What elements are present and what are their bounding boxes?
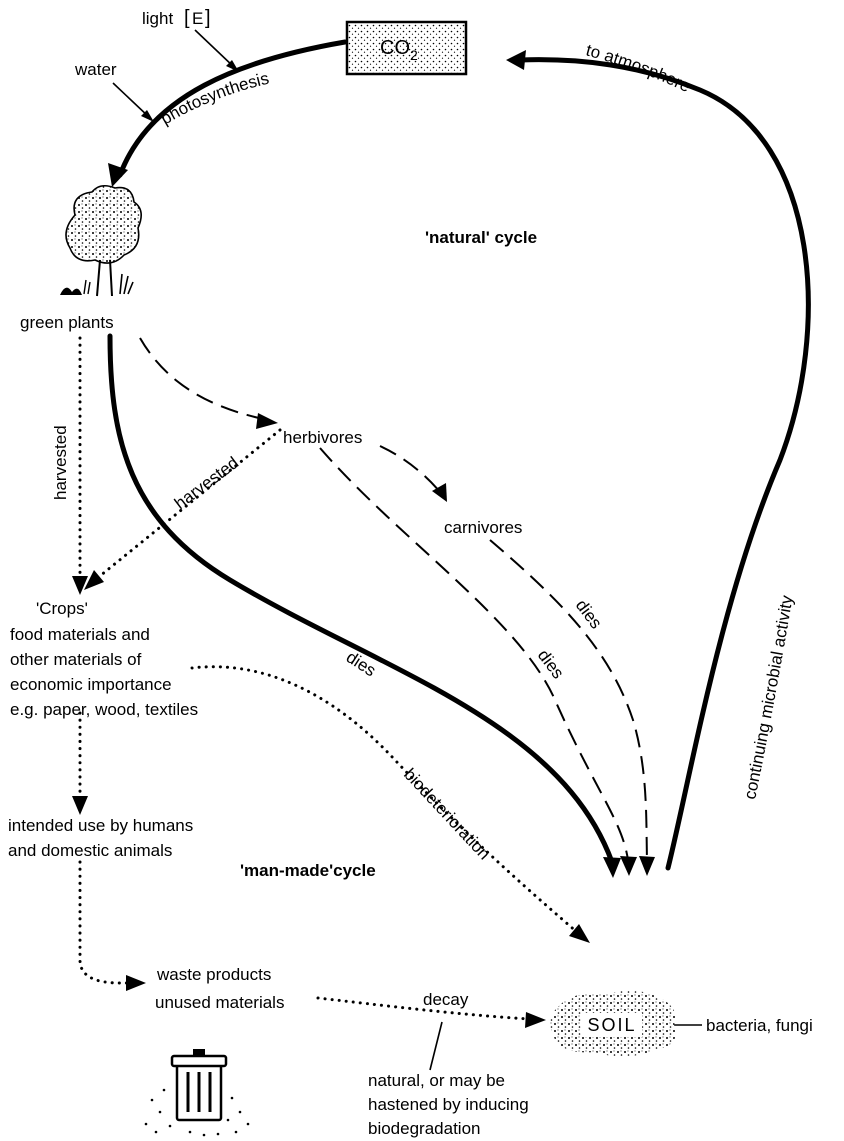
light-pointer: [194, 29, 236, 69]
biodeterioration-label: biodeterioration: [400, 765, 494, 864]
microbial-activity-arrow: [517, 57, 811, 871]
crops-line-1: 'Crops': [36, 599, 88, 618]
svg-text:CO2: CO2: [380, 37, 418, 63]
waste-line-2: unused materials: [155, 993, 284, 1012]
carnivores-dies-label: dies: [572, 596, 606, 632]
crops-line-4: economic importance: [10, 675, 172, 694]
to-atmosphere-label: to atmosphere: [584, 41, 694, 97]
energy-label: E: [192, 9, 203, 28]
use-to-waste-path: [78, 860, 132, 985]
water-label: water: [74, 60, 117, 79]
water-pointer: [112, 82, 151, 119]
photosynthesis-arrow: [117, 39, 348, 178]
light-label: light: [142, 9, 173, 28]
tree-icon: [60, 184, 142, 297]
rubbish-bin-icon: [144, 1049, 250, 1137]
crops-line-2: food materials and: [10, 625, 150, 644]
soil-label: SOIL: [587, 1015, 636, 1035]
man-made-cycle-label: 'man-made'cycle: [240, 861, 376, 880]
harvested-diagonal-label: harvested: [171, 453, 242, 513]
decay-note-line-1: natural, or may be: [368, 1071, 505, 1090]
decay-note-line-2: hastened by inducing: [368, 1095, 529, 1114]
co2-box: CO2: [345, 20, 468, 76]
harvested-vertical-label: harvested: [51, 425, 70, 500]
decay-note-line-3: biodegradation: [368, 1119, 480, 1138]
photosynthesis-arrowhead: [108, 163, 128, 187]
soil-node: SOIL: [550, 990, 676, 1057]
herbivores-to-carnivores-arrow: [379, 445, 441, 493]
carnivores-label: carnivores: [444, 518, 522, 537]
co2-label: CO: [380, 37, 410, 59]
intended-use-line-2: and domestic animals: [8, 841, 172, 860]
plants-to-herbivores-arrow: [139, 337, 269, 421]
green-plants-label: green plants: [20, 313, 114, 332]
intended-use-node: intended use by humans and domestic anim…: [8, 816, 193, 860]
crops-node: 'Crops' food materials and other materia…: [10, 599, 198, 719]
waste-line-1: waste products: [156, 965, 271, 984]
decay-note: natural, or may be hastened by inducing …: [368, 1071, 529, 1138]
decay-note-pointer: [429, 1021, 443, 1071]
continuing-microbial-label: continuing microbial activity: [740, 594, 796, 801]
herbivores-harvested-path: [93, 428, 282, 582]
natural-cycle-label: 'natural' cycle: [425, 228, 537, 247]
decomposers-label: bacteria, fungi: [706, 1016, 813, 1035]
crops-line-5: e.g. paper, wood, textiles: [10, 700, 198, 719]
plants-dies-arrow: [107, 333, 615, 865]
to-atmosphere-arrowhead: [506, 50, 526, 70]
energy-bracket-close: ]: [205, 7, 211, 29]
waste-node: waste products unused materials: [155, 965, 284, 1012]
co2-subscript: 2: [410, 47, 418, 63]
biodeterioration-path: [190, 665, 580, 935]
plants-dies-label: dies: [343, 647, 380, 680]
herbivores-dies-label: dies: [534, 646, 568, 682]
herbivores-dies-arrow: [319, 447, 629, 861]
energy-bracket-open: [: [184, 7, 190, 29]
carnivores-dies-arrow: [489, 539, 648, 861]
intended-use-line-1: intended use by humans: [8, 816, 193, 835]
crops-line-3: other materials of: [10, 650, 142, 669]
herbivores-label: herbivores: [283, 428, 362, 447]
decay-label: decay: [423, 990, 469, 1009]
